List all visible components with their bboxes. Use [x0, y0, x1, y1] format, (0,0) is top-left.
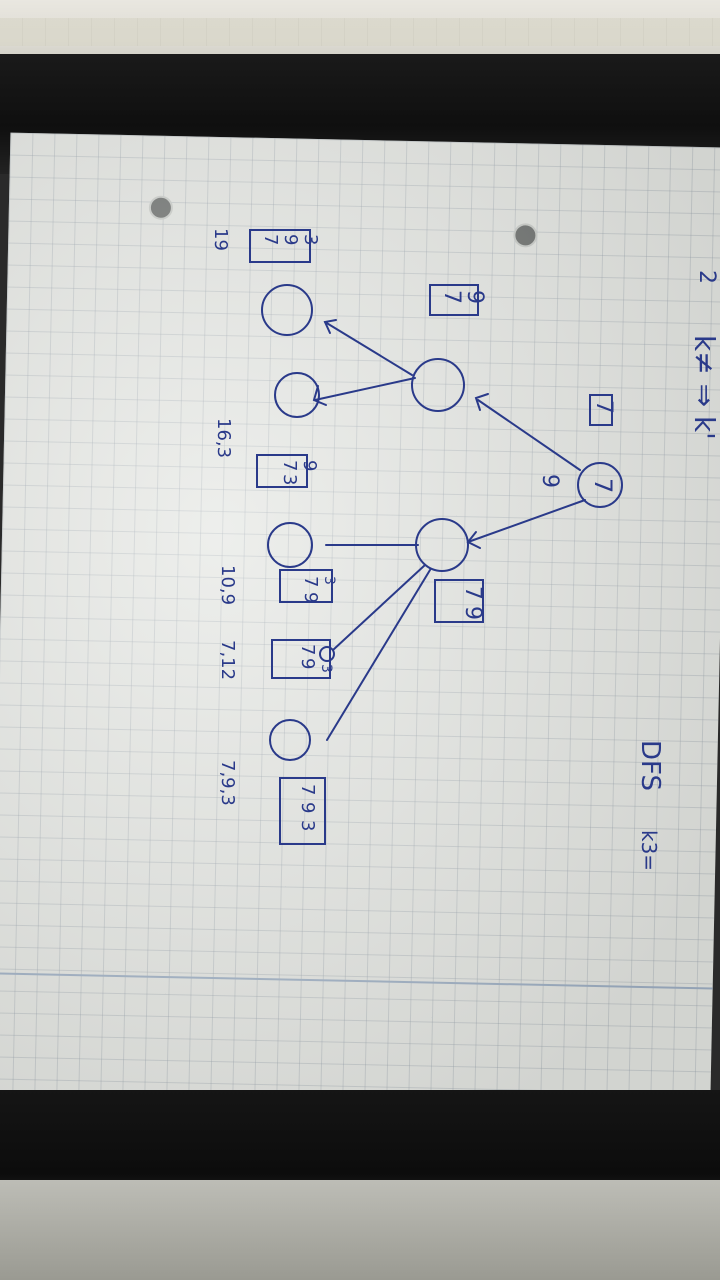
problem-number: 2	[694, 270, 719, 284]
leaf-box-digit: 7	[260, 234, 281, 245]
leaf-box-digit: 9	[297, 802, 318, 813]
edge	[326, 569, 431, 741]
leaf-box-digit: 3	[318, 664, 334, 673]
leaf-node	[319, 646, 335, 662]
leaf-box-digit: 3	[297, 820, 318, 831]
root-value: 7	[589, 478, 617, 493]
leaf-node	[267, 522, 313, 568]
leaf-result: 16,3	[213, 418, 234, 458]
leaf-box-digit: 7	[300, 576, 321, 587]
left-child-box	[429, 284, 479, 316]
heading: k≠ ⇒ k'	[688, 335, 720, 440]
edge	[324, 321, 413, 376]
left-box-digit: 9	[462, 290, 487, 304]
left-child-node	[411, 358, 465, 412]
leaf-box-digit: 7	[279, 460, 300, 471]
leaf-result: 19	[210, 228, 231, 251]
edge-label: 9	[537, 474, 562, 488]
right-box-digit: 7	[460, 586, 485, 600]
leaf-box	[279, 569, 333, 603]
left-box-digit: 7	[439, 290, 464, 304]
edge	[477, 399, 581, 471]
leaf-box	[271, 639, 331, 679]
root-box-label: 7	[591, 400, 616, 414]
root-node	[577, 462, 623, 508]
root-box	[589, 394, 613, 426]
leaf-box	[279, 777, 326, 845]
top-paper-sheet	[0, 0, 720, 62]
right-child-box	[434, 579, 484, 623]
leaf-result: 7,9,3	[217, 760, 238, 806]
leaf-node	[269, 719, 311, 761]
leaf-box-digit: 9	[300, 592, 321, 603]
edge	[332, 564, 426, 651]
method-label: DFS	[635, 740, 665, 791]
arrowhead	[474, 393, 489, 411]
arrowhead	[323, 319, 337, 334]
edge	[314, 377, 416, 401]
leaf-box-digit: 3	[321, 576, 337, 585]
leaf-box-digit: 9	[297, 658, 318, 669]
right-box-digit: 9	[460, 606, 485, 620]
desk-surface	[0, 1180, 720, 1280]
leaf-box-digit: 9	[299, 460, 320, 471]
leaf-node	[261, 284, 313, 336]
leaf-box	[256, 454, 308, 488]
leaf-result: 7,12	[217, 640, 238, 680]
leaf-box	[249, 229, 311, 263]
edge	[467, 499, 586, 543]
leaf-box-digit: 7	[297, 644, 318, 655]
arrowhead	[312, 385, 327, 406]
leaf-box-digit: 7	[297, 784, 318, 795]
leaf-box-digit: 3	[279, 474, 300, 485]
leaf-box-digit: 9	[280, 234, 301, 245]
leaf-box-digit: 3	[300, 234, 321, 245]
leaf-node	[274, 372, 320, 418]
leaf-result: 10,9	[217, 565, 238, 605]
method-note: k3=	[637, 830, 661, 871]
right-child-node	[415, 518, 469, 572]
arrowhead	[466, 531, 481, 549]
